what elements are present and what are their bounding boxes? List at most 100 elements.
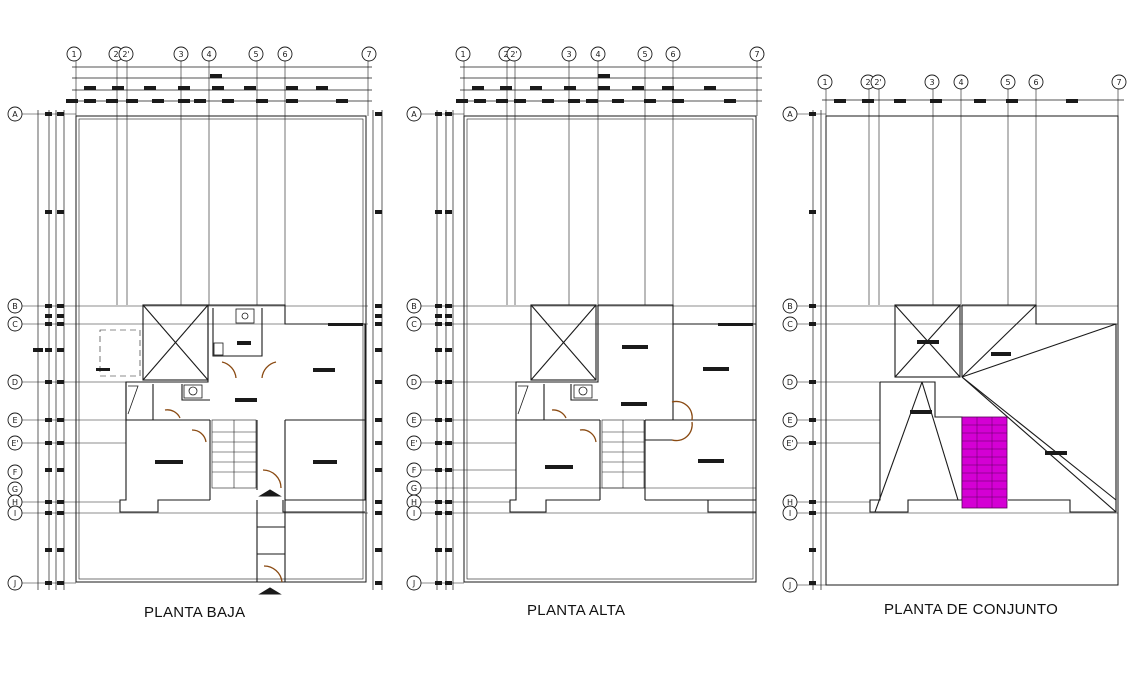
dimension-tick [45, 348, 52, 352]
dimension-tick [57, 441, 64, 445]
svg-text:E': E' [11, 439, 18, 448]
dimension-tick [126, 99, 138, 103]
dimension-tick [45, 112, 52, 116]
svg-text:C: C [787, 320, 793, 329]
svg-text:2: 2 [113, 50, 118, 59]
dimension-tick [445, 581, 452, 585]
dimension-tick [375, 112, 382, 116]
dimension-tick [212, 86, 224, 90]
svg-text:E': E' [786, 439, 793, 448]
dimension-tick [672, 99, 684, 103]
dimension-tick [112, 86, 124, 90]
dimension-tick [152, 99, 164, 103]
dimension-tick [435, 418, 442, 422]
roof-hatch-brick-pattern [962, 417, 1007, 508]
axis-bubble-top-1: 1 [66, 46, 82, 62]
plan-planta-de-conjunto [796, 88, 1124, 590]
bathroom-fixtures [127, 308, 255, 415]
dimension-tick [57, 548, 64, 552]
dimension-tick [375, 418, 382, 422]
dimension-tick [930, 99, 942, 103]
dimension-tick [375, 468, 382, 472]
svg-text:B: B [787, 302, 793, 311]
svg-text:D: D [12, 378, 18, 387]
grid-axes-vertical [463, 60, 758, 305]
dimension-tick [445, 441, 452, 445]
svg-text:2': 2' [510, 50, 517, 59]
dimension-tick [435, 500, 442, 504]
svg-text:6: 6 [282, 50, 287, 59]
dimension-tick [496, 99, 508, 103]
axis-bubble-top-3: 3 [561, 46, 577, 62]
dimension-lines-top [460, 66, 762, 102]
plan-planta-alta [372, 60, 762, 590]
svg-text:5: 5 [1005, 78, 1010, 87]
dimension-tick [445, 380, 452, 384]
svg-text:I: I [413, 509, 415, 518]
dimension-tick [809, 304, 816, 308]
dimension-tick [435, 314, 442, 318]
svg-text:A: A [12, 110, 18, 119]
dimension-tick [66, 99, 78, 103]
dimension-tick [256, 99, 268, 103]
dimension-tick [612, 99, 624, 103]
svg-text:E: E [411, 416, 416, 425]
svg-text:C: C [12, 320, 18, 329]
axis-bubble-side-C: C [782, 316, 798, 332]
dimension-tick [286, 99, 298, 103]
dimension-tick [704, 86, 716, 90]
axis-bubble-top-4: 4 [590, 46, 606, 62]
dimension-tick [834, 99, 846, 103]
axis-bubble-side-J: J [7, 575, 23, 591]
axis-bubble-side-E: E [7, 412, 23, 428]
dimension-tick [57, 380, 64, 384]
svg-text:3: 3 [929, 78, 934, 87]
dimension-tick [445, 418, 452, 422]
grid-axes-horizontal [22, 113, 368, 584]
axis-bubble-side-G: G [406, 480, 422, 496]
dimension-tick [244, 86, 256, 90]
svg-text:J: J [788, 581, 791, 590]
dimension-tick [375, 548, 382, 552]
dimension-tick [435, 441, 442, 445]
dimension-tick [809, 418, 816, 422]
axis-bubble-top-6: 6 [665, 46, 681, 62]
dimension-tick [222, 99, 234, 103]
dimension-tick [724, 99, 736, 103]
dimension-lines-left [812, 110, 822, 590]
axis-bubble-side-I: I [782, 505, 798, 521]
axis-bubble-top-1: 1 [455, 46, 471, 62]
dimension-tick [435, 210, 442, 214]
svg-text:G: G [411, 484, 417, 493]
svg-text:D: D [787, 378, 793, 387]
axis-bubble-side-F: F [7, 464, 23, 480]
dimension-tick [568, 99, 580, 103]
svg-text:2: 2 [865, 78, 870, 87]
svg-text:7: 7 [1116, 78, 1121, 87]
axis-bubble-top-7: 7 [1111, 74, 1127, 90]
dimension-tick [445, 511, 452, 515]
svg-text:E: E [787, 416, 792, 425]
dimension-tick [445, 112, 452, 116]
axis-bubble-side-J: J [782, 577, 798, 593]
dimension-tick [1066, 99, 1078, 103]
axis-bubble-top-5: 5 [248, 46, 264, 62]
dimension-ticks [33, 74, 1078, 585]
dimension-tick [84, 86, 96, 90]
dimension-tick [57, 210, 64, 214]
axis-bubble-side-I: I [406, 505, 422, 521]
svg-text:G: G [12, 485, 18, 494]
svg-text:C: C [411, 320, 417, 329]
axis-bubble-top-5: 5 [637, 46, 653, 62]
axis-bubble-side-J: J [406, 575, 422, 591]
axis-bubble-side-G: G [7, 481, 23, 497]
dimension-tick [57, 112, 64, 116]
svg-text:J: J [13, 579, 16, 588]
dimension-tick [500, 86, 512, 90]
roof-hatch-pink [961, 416, 1008, 509]
dimension-tick [57, 304, 64, 308]
dimension-tick [435, 468, 442, 472]
axis-bubble-side-C: C [406, 316, 422, 332]
axis-bubble-side-E': E' [782, 435, 798, 451]
